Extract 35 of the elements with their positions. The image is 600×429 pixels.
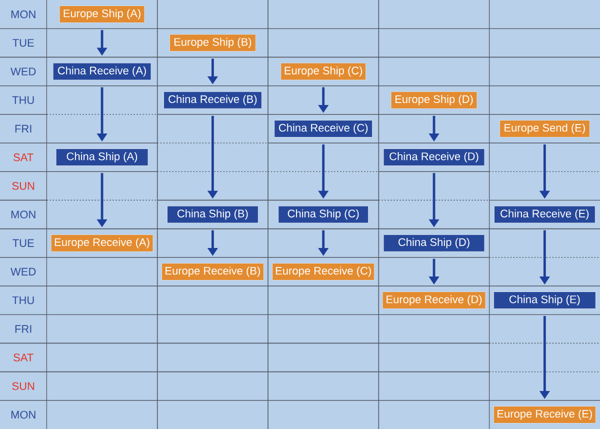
event-box: Europe Receive (D) (382, 292, 486, 310)
event-box: Europe Receive (E) (493, 406, 596, 424)
day-label: TUE (12, 39, 34, 47)
event-box: China Ship (C) (278, 206, 369, 224)
event-box: China Receive (C) (274, 120, 373, 138)
day-label: MON (11, 210, 36, 218)
day-label: SAT (14, 153, 34, 162)
event-box: China Receive (E) (494, 206, 596, 224)
event-box: Europe Ship (B) (169, 34, 256, 52)
day-label: MON (11, 10, 36, 18)
event-box: China Receive (A) (52, 62, 152, 80)
event-box: Europe Send (E) (499, 120, 590, 138)
day-label: THU (12, 96, 34, 104)
event-box: China Ship (D) (383, 234, 485, 252)
event-box: China Receive (D) (383, 148, 485, 166)
day-label: MON (11, 410, 36, 419)
day-label: WED (10, 268, 36, 276)
day-label: THU (12, 296, 34, 304)
event-box: Europe Receive (C) (272, 262, 375, 280)
day-label: TUE (12, 239, 34, 247)
event-box: Europe Receive (B) (161, 262, 264, 280)
event-box: China Receive (B) (163, 91, 262, 109)
day-label: SAT (14, 354, 34, 362)
event-box: Europe Ship (D) (390, 91, 478, 109)
event-box: China Ship (B) (166, 206, 258, 224)
event-box: Europe Receive (A) (50, 234, 154, 252)
day-label: FRI (15, 124, 32, 132)
event-box: China Ship (A) (56, 148, 148, 166)
event-box: Europe Ship (A) (59, 6, 145, 24)
event-box: Europe Ship (C) (280, 62, 366, 80)
event-box: China Ship (E) (493, 292, 596, 310)
day-label: SUN (12, 382, 34, 390)
day-label: WED (10, 68, 36, 76)
day-label: FRI (15, 325, 32, 333)
day-label: SUN (12, 182, 34, 190)
